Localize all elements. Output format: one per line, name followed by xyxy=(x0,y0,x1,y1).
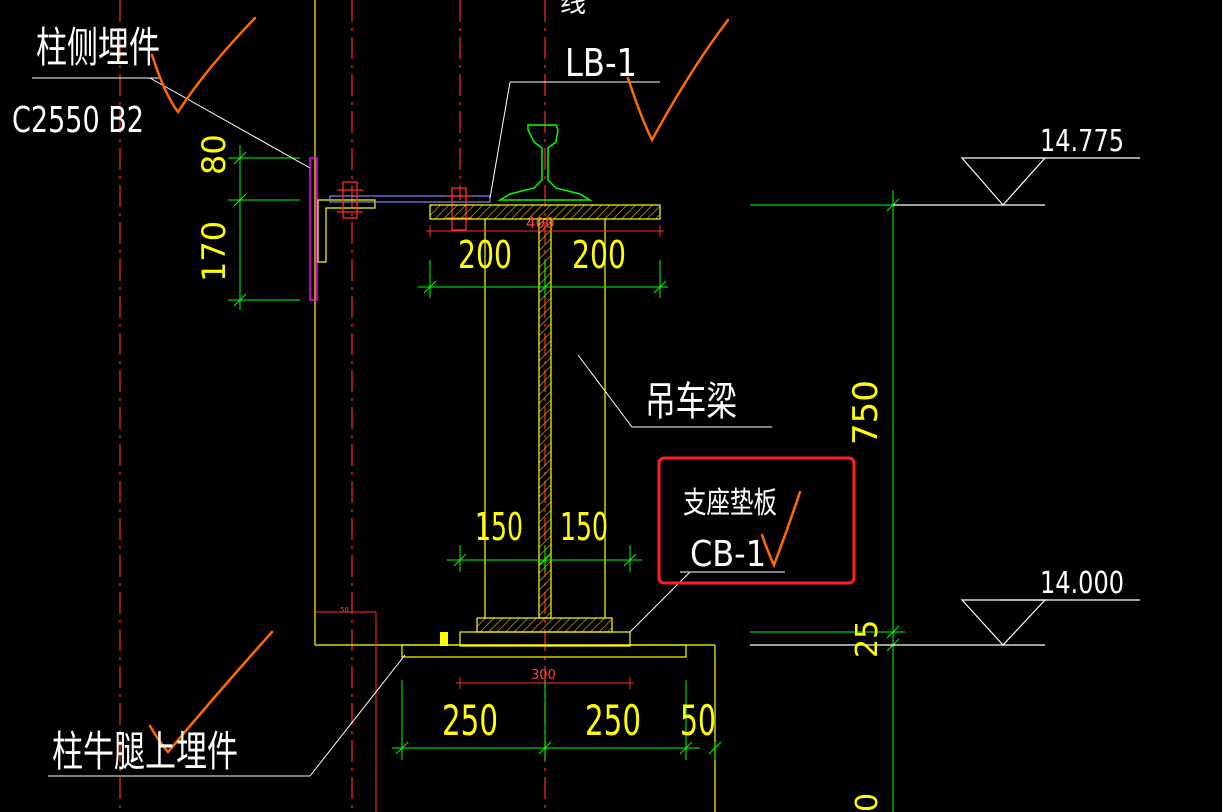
elevation-top: 14.775 xyxy=(1040,124,1124,159)
check-mark-icon xyxy=(148,630,274,754)
dim-25: 25 xyxy=(850,620,885,658)
small-red-dimensions xyxy=(316,225,664,812)
column-side-embed-plate xyxy=(309,157,318,301)
dim-150-right: 150 xyxy=(560,505,608,549)
dim-300: 300 xyxy=(531,668,556,683)
dim-150-left: 150 xyxy=(475,505,523,549)
dim-80: 80 xyxy=(195,134,233,175)
dim-400: 400 xyxy=(526,214,555,232)
leader-lines xyxy=(32,77,785,777)
dim-750: 750 xyxy=(846,380,886,445)
lb-1-bracket xyxy=(317,195,491,263)
dim-50-small: 50 xyxy=(340,606,349,614)
label-support-pad-code: CB-1 xyxy=(690,534,766,575)
dim-170: 170 xyxy=(195,221,233,282)
crane-rail xyxy=(497,124,593,201)
label-lb-1: LB-1 xyxy=(565,41,637,85)
crane-beam xyxy=(401,204,687,658)
label-corbel-embed: 柱牛腿上埋件 xyxy=(52,727,238,776)
center-lines xyxy=(119,0,546,812)
dim-200-right: 200 xyxy=(572,233,626,277)
dimension-lines xyxy=(228,145,905,812)
dim-250-left: 250 xyxy=(442,696,498,745)
top-partial-char: 线 xyxy=(560,0,586,19)
elevation-markers xyxy=(750,157,1140,646)
dim-200-left: 200 xyxy=(458,233,512,277)
dimension-texts: 80 170 400 200 200 150 150 300 50 250 25… xyxy=(195,134,886,812)
label-column-side-embed-code: C2550 B2 xyxy=(12,100,144,141)
label-crane-beam: 吊车梁 xyxy=(645,379,737,425)
check-mark-icon xyxy=(760,490,802,569)
label-support-pad: 支座垫板 xyxy=(683,486,777,521)
dim-0: 0 xyxy=(850,793,885,812)
check-mark-icon xyxy=(626,18,730,143)
dim-250-right: 250 xyxy=(585,696,641,745)
dim-50: 50 xyxy=(680,696,716,745)
labels: 线 柱侧埋件 C2550 B2 LB-1 吊车梁 支座垫板 CB-1 柱牛腿上埋… xyxy=(12,0,1124,776)
highlight-box xyxy=(657,456,856,585)
label-column-side-embed: 柱侧埋件 xyxy=(36,23,160,72)
annotation-checkmarks xyxy=(148,16,802,754)
check-mark-icon xyxy=(150,16,257,115)
elevation-bottom: 14.000 xyxy=(1040,566,1124,601)
